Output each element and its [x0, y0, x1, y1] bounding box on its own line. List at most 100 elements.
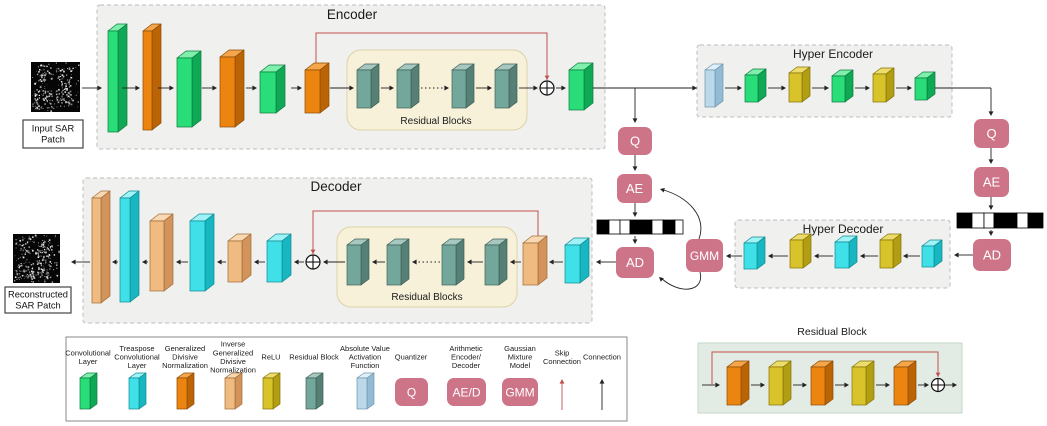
ae-badge [617, 174, 652, 203]
abs-activation-block [704, 63, 724, 108]
residual-block [305, 372, 324, 410]
svg-text:Q: Q [986, 126, 996, 141]
svg-text:Patch: Patch [41, 135, 65, 145]
hyper-encoder-title: Hyper Encoder [793, 47, 873, 61]
svg-text:Connection: Connection [543, 357, 581, 366]
gdn-block [810, 360, 834, 406]
relu-block [851, 360, 875, 406]
conv-layer-block [568, 62, 594, 111]
svg-text:Layer: Layer [128, 361, 147, 370]
gmm-to-ae-curve [661, 189, 702, 240]
residual-block [441, 238, 465, 286]
decoder-residual-blocks-label: Residual Blocks [391, 292, 462, 303]
gmm-node: GMM [686, 239, 723, 272]
svg-text:Inverse: Inverse [221, 340, 246, 349]
bitstream-main [596, 219, 684, 235]
svg-text:GMM: GMM [690, 249, 719, 263]
svg-text:ReLU: ReLU [261, 353, 280, 362]
input-sar-patch-label: Input SAR Patch [22, 119, 84, 149]
relu-block [768, 360, 792, 406]
gdn-block [893, 360, 917, 406]
svg-text:Absolute Value: Absolute Value [340, 344, 390, 353]
ad-badge [616, 247, 654, 278]
transpose-conv-layer-block [128, 372, 147, 410]
arithmetic-encoder-node-hyper: AE [974, 167, 1009, 197]
conv-layer-block [259, 64, 286, 114]
svg-text:GMM: GMM [505, 386, 534, 400]
decoder-residual-blocks-container [336, 226, 518, 308]
detail-sum-node [930, 377, 946, 393]
legend-label-relu: ReLU [261, 353, 280, 362]
transpose-conv-layer-block [743, 236, 766, 270]
transpose-conv-layer-block [834, 235, 858, 269]
svg-text:AD: AD [983, 248, 1001, 263]
arithmetic-encoder-node-main: AE [617, 174, 652, 203]
svg-text:Decoder: Decoder [452, 361, 481, 370]
svg-text:SAR Patch: SAR Patch [15, 301, 60, 311]
gmm-badge [686, 239, 723, 272]
residual-block [386, 238, 410, 286]
gdn-block [726, 360, 750, 406]
svg-text:Convolutional: Convolutional [65, 348, 111, 357]
encoder-residual-blocks-label: Residual Blocks [400, 116, 471, 127]
legend-label-connection: Connection [583, 353, 621, 362]
relu-block [789, 233, 812, 269]
bitstream-hyper [956, 212, 1044, 229]
quantizer-node-hyper: Q [974, 119, 1009, 148]
svg-text:Q: Q [407, 386, 416, 400]
conv-layer-block [79, 372, 98, 410]
svg-text:Q: Q [630, 134, 640, 149]
residual-block [356, 63, 380, 109]
ae-badge-hyper [974, 167, 1009, 197]
svg-text:AD: AD [626, 255, 644, 270]
legend-item-relu: ReLU [261, 353, 281, 410]
encoder-skip-connection [315, 32, 548, 80]
svg-text:AE: AE [626, 181, 644, 196]
encoder-sum-node [539, 80, 555, 96]
decoder-title: Decoder [310, 179, 362, 194]
legend-label-res: Residual Block [289, 353, 339, 362]
transpose-conv-layer-block [189, 213, 215, 292]
relu-block [879, 233, 902, 269]
conv-layer-block [107, 23, 128, 133]
svg-text:Input SAR: Input SAR [32, 124, 75, 134]
legend-label-quantizer: Quantizer [395, 353, 428, 362]
svg-text:Convolutional: Convolutional [114, 353, 160, 362]
svg-text:Residual Block: Residual Block [289, 353, 339, 362]
decoder-skip-connection [312, 210, 539, 254]
svg-text:Connection: Connection [583, 353, 621, 362]
svg-text:Normalization: Normalization [210, 366, 256, 375]
arithmetic-decoder-node-hyper: AD [973, 239, 1011, 271]
svg-text:Mixture: Mixture [508, 353, 533, 362]
svg-text:Generalized: Generalized [165, 344, 205, 353]
reconstructed-sar-patch-label: Reconstructed SAR Patch [4, 286, 72, 314]
arithmetic-decoder-node-main: AD [616, 247, 654, 278]
svg-text:Skip: Skip [555, 348, 570, 357]
residual-block [451, 63, 475, 109]
igdn-block [224, 372, 243, 410]
svg-text:Divisive: Divisive [220, 357, 246, 366]
quantizer-node-main: Q [618, 127, 652, 155]
relu-block [872, 67, 895, 103]
transpose-conv-layer-block [921, 239, 943, 268]
hyper-decoder-title: Hyper Decoder [803, 222, 884, 236]
conv-layer-block [176, 50, 202, 128]
svg-text:Encoder/: Encoder/ [451, 353, 482, 362]
svg-text:Model: Model [510, 361, 531, 370]
gdn-block [176, 372, 195, 410]
relu-block [788, 66, 811, 103]
svg-text:Quantizer: Quantizer [395, 353, 428, 362]
